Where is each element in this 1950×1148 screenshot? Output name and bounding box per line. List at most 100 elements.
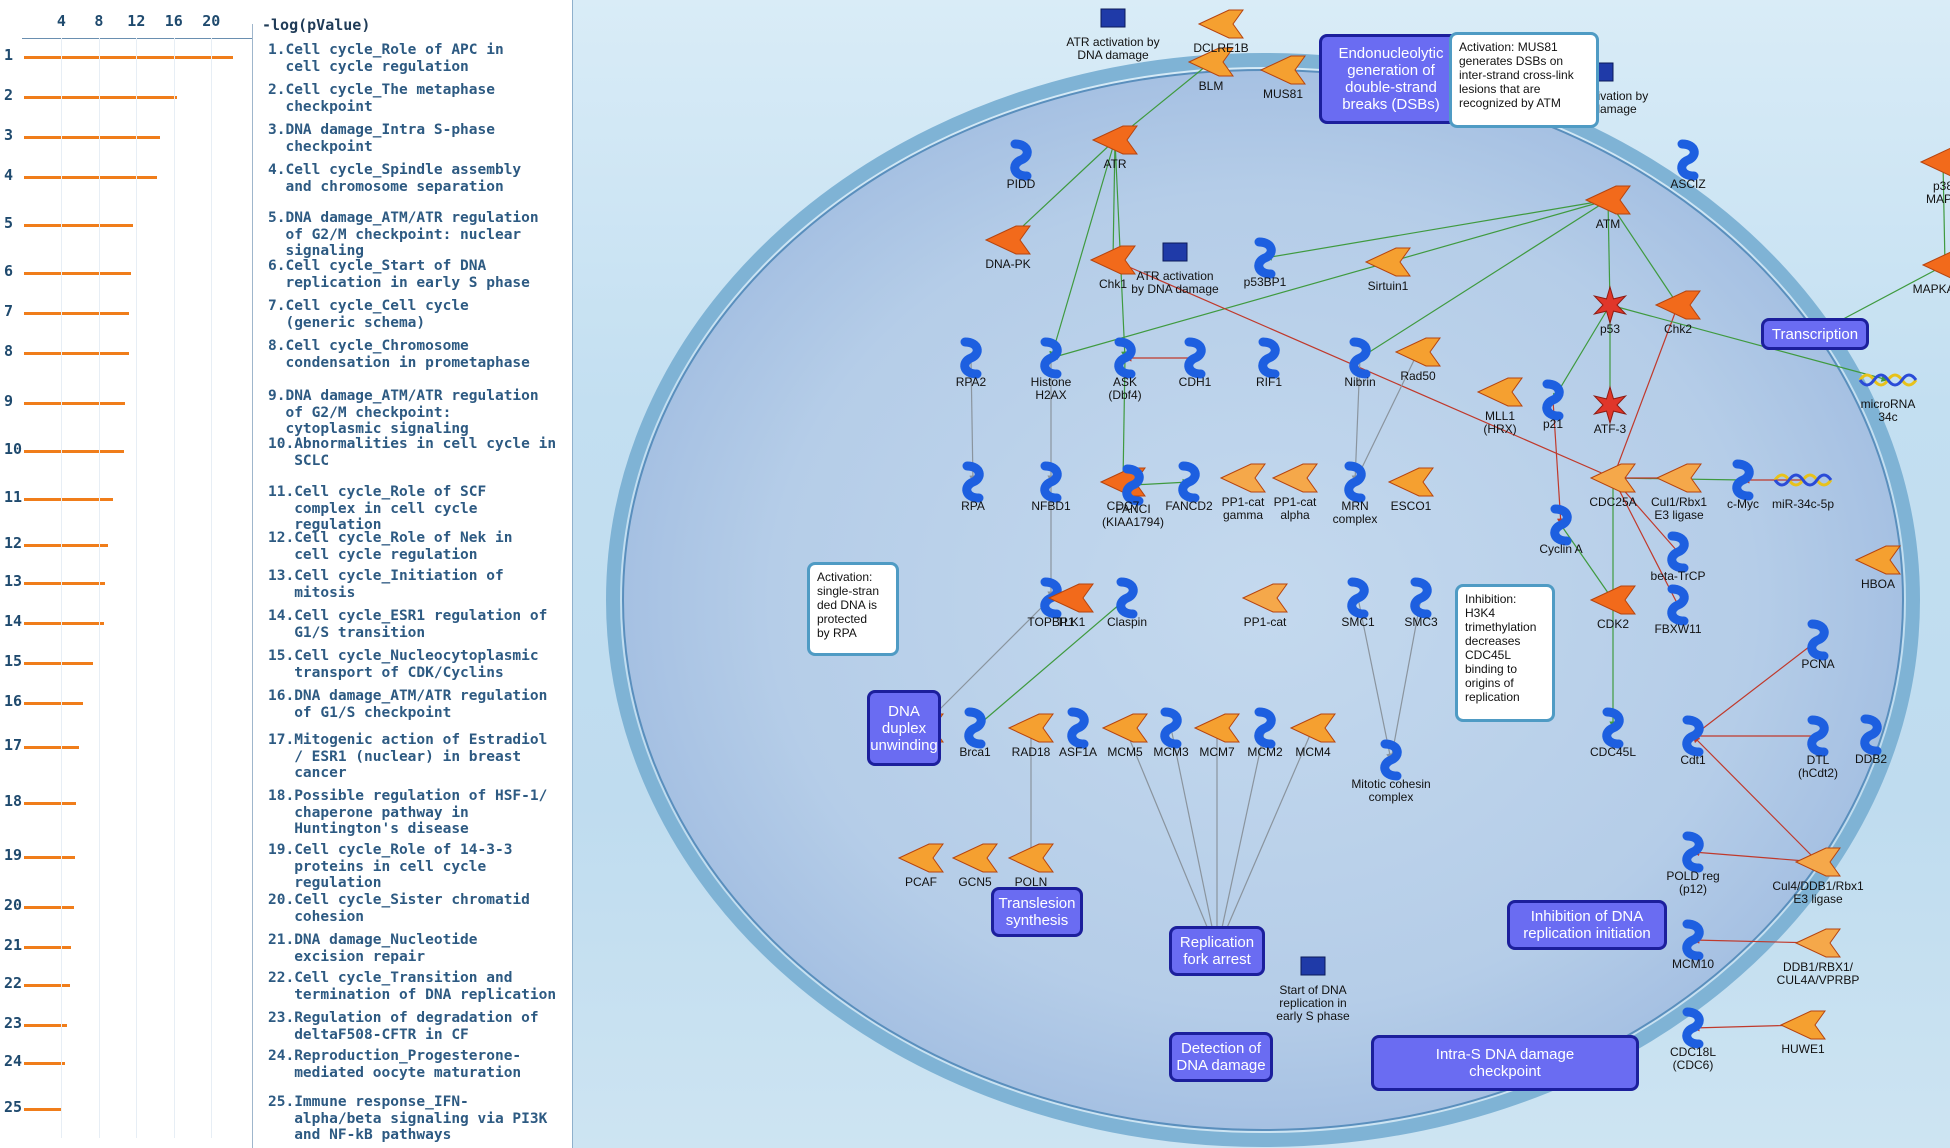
hboa-node <box>1854 545 1901 575</box>
pathway-name[interactable]: 7.Cell cycle_Cell cycle (generic schema) <box>268 298 469 331</box>
bar <box>24 802 77 805</box>
smc1-node <box>1347 577 1369 619</box>
pathway-name[interactable]: 4.Cell cycle_Spindle assembly and chromo… <box>268 162 522 195</box>
pathway-name[interactable]: 14.Cell cycle_ESR1 regulation of G1/S tr… <box>268 608 548 641</box>
rank-number: 18 <box>4 792 23 810</box>
brca1-label: Brca1 <box>959 745 991 759</box>
pathway-name[interactable]: 23.Regulation of degradation of deltaF50… <box>268 1010 539 1043</box>
cul1-node <box>1655 463 1702 493</box>
pathway-name[interactable]: 19.Cell cycle_Role of 14-3-3 proteins in… <box>268 842 513 892</box>
x-gridline <box>211 38 213 1138</box>
transcription-process[interactable]: Transcription <box>1761 318 1869 350</box>
interaction-edge <box>1357 597 1394 761</box>
rank-number: 25 <box>4 1098 23 1116</box>
translesion-process[interactable]: Translesion synthesis <box>991 887 1083 937</box>
axis-title: -log(pValue) <box>262 16 371 34</box>
pidd-label: PIDD <box>1006 177 1036 191</box>
bar <box>24 312 129 315</box>
inhibition_init-process[interactable]: Inhibition of DNA replication initiation <box>1507 900 1667 950</box>
rank-number: 23 <box>4 1014 23 1032</box>
smc1-label: SMC1 <box>1341 615 1375 629</box>
pathway-name[interactable]: 5.DNA damage_ATM/ATR regulation of G2/M … <box>268 210 539 260</box>
pathway-name[interactable]: 20.Cell cycle_Sister chromatid cohesion <box>268 892 530 925</box>
rank-number: 8 <box>4 342 14 360</box>
pathway-name[interactable]: 18.Possible regulation of HSF-1/ chapero… <box>268 788 548 838</box>
pathway-name[interactable]: 16.DNA damage_ATM/ATR regulation of G1/S… <box>268 688 548 721</box>
pathway-name[interactable]: 2.Cell cycle_The metaphase checkpoint <box>268 82 495 115</box>
axis-divider <box>252 24 253 1148</box>
atr-label: ATR <box>1103 157 1127 171</box>
atm-label: ATM <box>1595 217 1621 231</box>
detection-process[interactable]: Detection of DNA damage <box>1169 1032 1273 1082</box>
pathway-name[interactable]: 15.Cell cycle_Nucleocytoplasmic transpor… <box>268 648 539 681</box>
x-gridline <box>98 38 100 1138</box>
fancd2-label: FANCD2 <box>1165 499 1213 513</box>
rad50-label: Rad50 <box>1400 369 1436 383</box>
pathway-name[interactable]: 11.Cell cycle_Role of SCF complex in cel… <box>268 484 487 534</box>
atr_act_dna2-label: ATR activation by DNA damage <box>1131 269 1219 296</box>
x-tick-label: 4 <box>56 12 66 30</box>
cdh1-label: CDH1 <box>1178 375 1212 389</box>
claspin-node <box>1116 577 1138 619</box>
bar <box>24 224 133 227</box>
endonuc-process[interactable]: Endonucleolytic generation of double-str… <box>1319 34 1463 124</box>
pathway-name[interactable]: 22.Cell cycle_Transition and termination… <box>268 970 557 1003</box>
interaction-edge <box>1692 848 1819 863</box>
rad18-label: RAD18 <box>1011 745 1051 759</box>
rank-number: 3 <box>4 126 14 144</box>
intra_s-process[interactable]: Intra-S DNA damage checkpoint <box>1371 1035 1639 1091</box>
atr_act_dna-node <box>1100 8 1126 28</box>
ddb1-label: DDB1/RBX1/ CUL4A/VPRBP <box>1776 960 1860 987</box>
mrn-label: MRN complex <box>1332 499 1378 526</box>
x-tick-label: 12 <box>127 12 146 30</box>
pathway-name[interactable]: 10.Abnormalities in cell cycle in SCLC <box>268 436 557 469</box>
pathway-name[interactable]: 25.Immune response_IFN- alpha/beta signa… <box>268 1094 548 1144</box>
rank-number: 24 <box>4 1052 23 1070</box>
mir34c-label: microRNA 34c <box>1860 397 1916 424</box>
dna_unwinding-process[interactable]: DNA duplex unwinding <box>867 690 941 766</box>
pathway-name[interactable]: 1.Cell cycle_Role of APC in cell cycle r… <box>268 42 504 75</box>
replication_fork-process[interactable]: Replication fork arrest <box>1169 926 1265 976</box>
esco1-label: ESCO1 <box>1390 499 1432 513</box>
pathway-name[interactable]: 17.Mitogenic action of Estradiol / ESR1 … <box>268 732 548 782</box>
gcn5-label: GCN5 <box>958 875 992 889</box>
nucleus-outer <box>606 53 1920 1147</box>
bar <box>24 1024 68 1027</box>
pathway-name[interactable]: 21.DNA damage_Nucleotide excision repair <box>268 932 478 965</box>
ddb2-label: DDB2 <box>1854 752 1888 766</box>
pathway-name[interactable]: 12.Cell cycle_Role of Nek in cell cycle … <box>268 530 513 563</box>
esco1-node <box>1387 467 1434 497</box>
blm-node <box>1187 47 1234 77</box>
ask-label: ASK (Dbf4) <box>1108 375 1142 402</box>
atf3-label: ATF-3 <box>1593 422 1627 436</box>
bar <box>24 662 94 665</box>
p21-label: p21 <box>1542 417 1564 431</box>
rpa2-node <box>960 337 982 379</box>
cdt1-node <box>1682 715 1704 757</box>
pathway-name[interactable]: 13.Cell cycle_Initiation of mitosis <box>268 568 504 601</box>
pathway-name[interactable]: 24.Reproduction_Progesterone- mediated o… <box>268 1048 522 1081</box>
pathway-name[interactable]: 8.Cell cycle_Chromosome condensation in … <box>268 338 530 371</box>
bar <box>24 272 131 275</box>
cdk2-node <box>1589 585 1636 615</box>
mcm7-label: MCM7 <box>1199 745 1235 759</box>
mcm4-node <box>1289 713 1336 743</box>
fbxw11-node <box>1667 584 1689 626</box>
blm-label: BLM <box>1198 79 1224 93</box>
mcm2-label: MCM2 <box>1247 745 1283 759</box>
sirtuin1-label: Sirtuin1 <box>1367 279 1409 293</box>
bar <box>24 544 109 547</box>
interaction-edge <box>1609 304 1889 382</box>
cul4-node <box>1794 847 1841 877</box>
huwe1-node <box>1779 1010 1826 1040</box>
cul4-label: Cul4/DDB1/Rbx1 E3 ligase <box>1772 879 1864 906</box>
gcn5-node <box>951 843 998 873</box>
start_dna-label: Start of DNA replication in early S phas… <box>1276 983 1350 1023</box>
ddb1-node <box>1794 928 1841 958</box>
pathway-name[interactable]: 3.DNA damage_Intra S-phase checkpoint <box>268 122 495 155</box>
pathway-name[interactable]: 6.Cell cycle_Start of DNA replication in… <box>268 258 530 291</box>
rad18-node <box>1007 713 1054 743</box>
pathway-name[interactable]: 9.DNA damage_ATM/ATR regulation of G2/M … <box>268 388 539 438</box>
